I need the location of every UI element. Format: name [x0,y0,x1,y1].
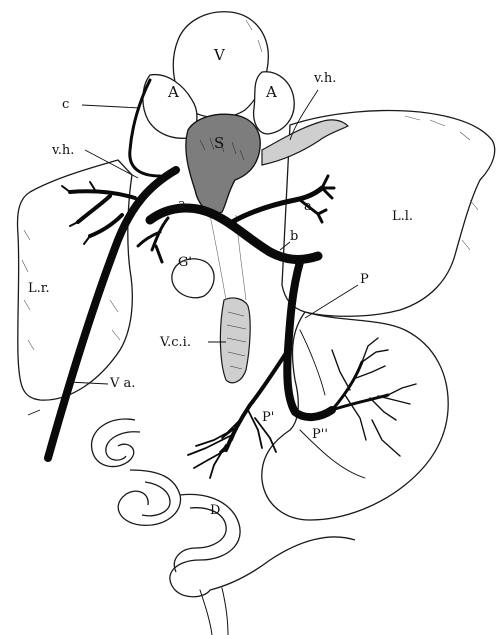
label-a-left: a [178,197,186,212]
label-liver-left: L.l. [392,209,413,224]
label-vh-right: v.h. [313,71,336,86]
label-sinus: S [214,134,224,152]
label-atrium-left: A [167,83,179,101]
atrium-right [254,72,295,134]
label-c: c [62,97,69,112]
label-gall: G' [178,255,192,270]
vena-cava-inferior [220,298,250,383]
label-ventricle: V [213,46,226,64]
label-atrium-right: A [265,83,277,101]
label-vh-left: v.h. [51,143,74,158]
label-va: V a. [109,376,135,391]
leader-va-tick [28,410,40,415]
cystic-branch [138,218,168,262]
label-liver-right: L.r. [28,281,50,296]
intestine-loops-inner [106,432,226,572]
label-a-right: a [304,199,312,214]
leader-c [82,105,140,108]
label-p: P [360,272,369,287]
label-vci: V.c.i. [159,335,191,350]
sinus-venosus [186,114,260,213]
label-p-prime: P' [262,410,274,425]
label-p-double: P'' [312,427,328,442]
label-b: b [290,229,298,244]
label-duodenum: D [210,503,220,518]
